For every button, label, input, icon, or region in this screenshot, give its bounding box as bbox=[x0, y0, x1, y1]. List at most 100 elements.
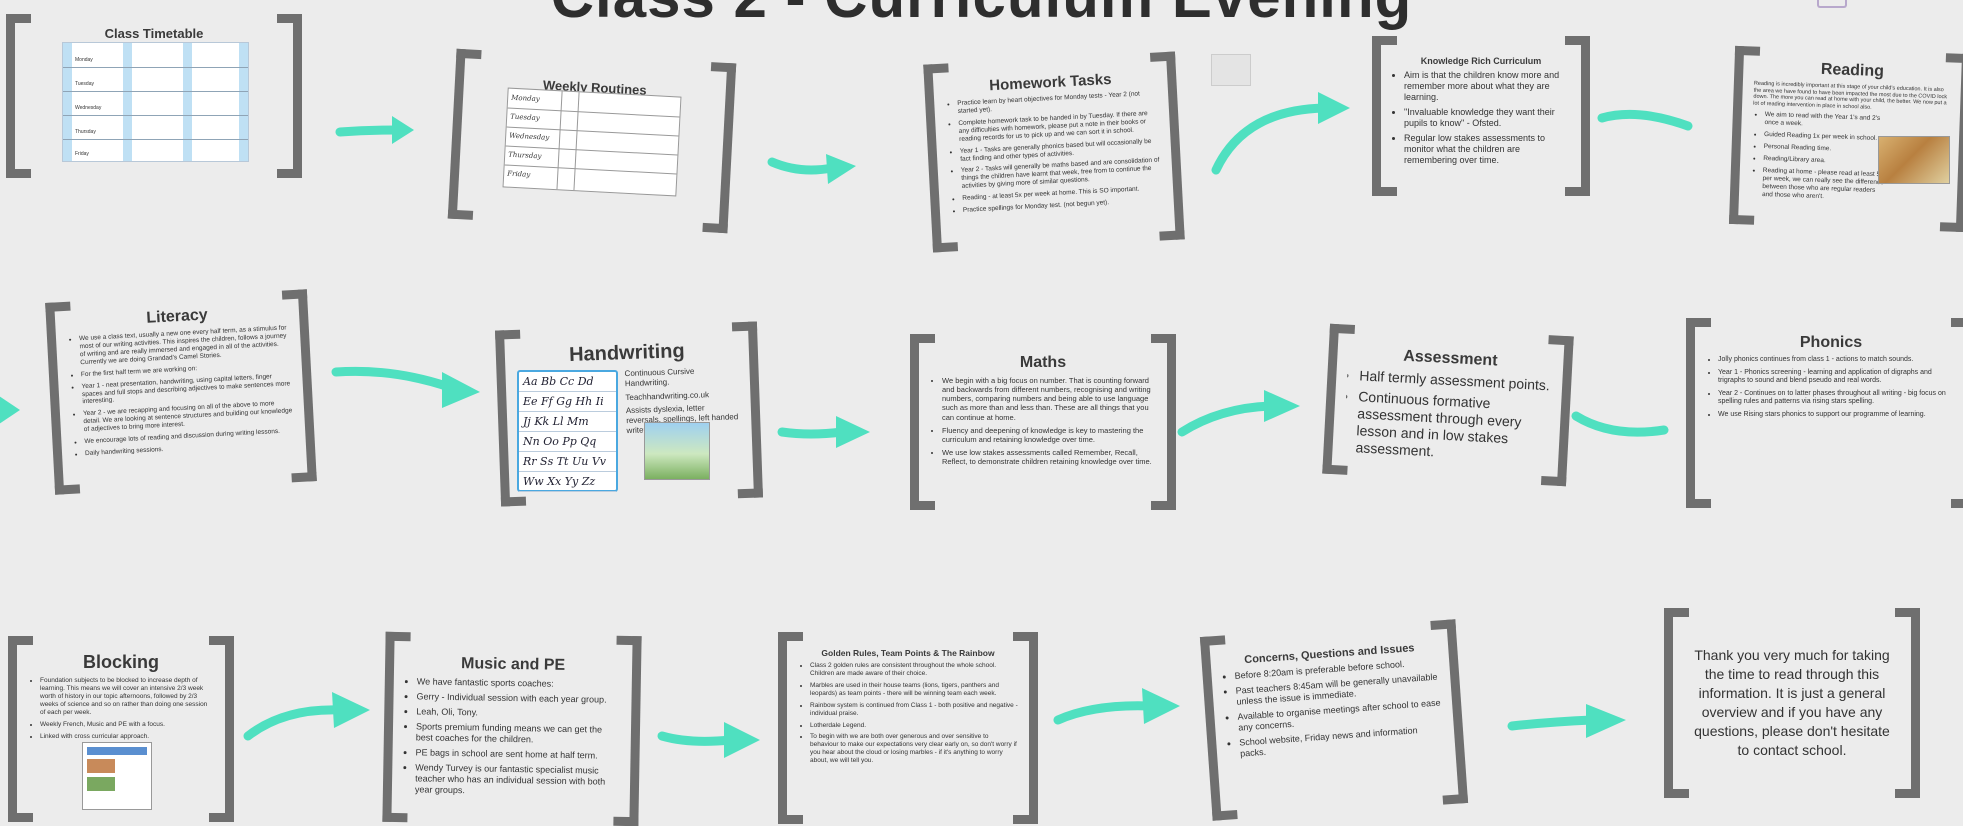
list-item: We have fantastic sports coaches: bbox=[417, 676, 621, 691]
alphabet-row: Nn Oo Pp Qq bbox=[519, 432, 616, 452]
alphabet-row: Ww Xx Yy Zz bbox=[519, 472, 616, 492]
routine-day: Monday bbox=[510, 93, 540, 104]
list-item: We use Rising stars phonics to support o… bbox=[1718, 411, 1956, 420]
list-item: Gerry - Individual session with each yea… bbox=[416, 691, 620, 706]
golden-rules-card[interactable]: Golden Rules, Team Points & The Rainbow … bbox=[778, 632, 1038, 824]
knowledge-title: Knowledge Rich Curriculum bbox=[1420, 56, 1542, 66]
assessment-card[interactable]: Assessment Half termly assessment points… bbox=[1322, 324, 1574, 487]
timetable-day: Friday bbox=[75, 151, 89, 157]
golden-rules-list: Class 2 golden rules are consistent thro… bbox=[798, 662, 1018, 765]
list-item: We aim to read with the Year 1's and 2's… bbox=[1764, 111, 1888, 131]
list-item: Reading at home - please read at least 5… bbox=[1762, 167, 1887, 203]
presentation-icon[interactable] bbox=[1817, 0, 1847, 8]
list-item: Linked with cross curricular approach. bbox=[40, 733, 214, 741]
list-item: Year 2 - Continues on to latter phases t… bbox=[1718, 390, 1956, 407]
reading-title: Reading bbox=[1820, 60, 1885, 81]
list-item: Jolly phonics continues from class 1 - a… bbox=[1718, 356, 1956, 365]
phonics-list: Jolly phonics continues from class 1 - a… bbox=[1706, 356, 1956, 419]
maths-list: We begin with a big focus on number. Tha… bbox=[930, 376, 1156, 466]
timetable-day: Monday bbox=[75, 57, 93, 63]
thank-you-card[interactable]: Thank you very much for taking the time … bbox=[1664, 608, 1920, 798]
homework-card[interactable]: Homework Tasks Practice learn by heart o… bbox=[923, 52, 1184, 253]
handwriting-alphabet-image: Aa Bb Cc Dd Ee Ff Gg Hh Ii Jj Kk Ll Mm N… bbox=[517, 370, 618, 492]
list-item: Weekly French, Music and PE with a focus… bbox=[40, 721, 214, 729]
list-item: Personal Reading time. bbox=[1764, 143, 1888, 155]
list-item: Teachhandwriting.co.uk bbox=[625, 389, 739, 403]
alphabet-row: Aa Bb Cc Dd bbox=[519, 372, 616, 392]
list-item: Aim is that the children know more and r… bbox=[1404, 70, 1570, 103]
list-item: Lotherdale Legend. bbox=[810, 722, 1018, 730]
blocking-list: Foundation subjects to be blocked to inc… bbox=[28, 677, 214, 740]
timetable-day: Wednesday bbox=[75, 105, 102, 111]
maths-card[interactable]: Maths We begin with a big focus on numbe… bbox=[910, 334, 1176, 510]
list-item: Leah, Oli, Tony. bbox=[416, 706, 620, 721]
weekly-routines-image: Monday Tuesday Wednesday Thursday Friday bbox=[502, 87, 682, 197]
timetable-image: Monday Tuesday Wednesday Thursday Friday bbox=[62, 42, 249, 162]
list-item: "Invaluable knowledge they want their pu… bbox=[1404, 107, 1570, 129]
phonics-card[interactable]: Phonics Jolly phonics continues from cla… bbox=[1686, 318, 1963, 508]
curved-arrow-icon bbox=[777, 416, 870, 448]
golden-rules-title: Golden Rules, Team Points & The Rainbow bbox=[821, 648, 995, 658]
curved-arrow-icon bbox=[1597, 109, 1693, 131]
alphabet-row: Rr Ss Tt Uu Vv bbox=[519, 452, 616, 472]
handwriting-title: Handwriting bbox=[568, 340, 685, 367]
list-item: Fluency and deepening of knowledge is ke… bbox=[942, 426, 1156, 444]
list-item: We begin with a big focus on number. Tha… bbox=[942, 376, 1156, 422]
curved-arrow-icon bbox=[0, 396, 20, 424]
concerns-list: Before 8:20am is preferable before schoo… bbox=[1222, 657, 1444, 761]
music-pe-title: Music and PE bbox=[460, 655, 566, 674]
curved-arrow-icon bbox=[1177, 390, 1300, 437]
phonics-title: Phonics bbox=[1799, 334, 1863, 351]
handwriting-game-image bbox=[644, 422, 710, 480]
curved-arrow-icon bbox=[657, 722, 760, 758]
timetable-card[interactable]: Class Timetable bbox=[6, 14, 302, 178]
literacy-card[interactable]: Literacy We use a class text, usually a … bbox=[45, 289, 317, 494]
maths-title: Maths bbox=[1019, 354, 1067, 371]
literacy-list: We use a class text, usually a new one e… bbox=[67, 324, 295, 458]
list-item: We use a class text, usually a new one e… bbox=[79, 324, 290, 367]
curved-arrow-icon bbox=[1053, 688, 1180, 725]
blocking-title: Blocking bbox=[82, 652, 159, 672]
curved-arrow-icon bbox=[1211, 92, 1350, 175]
list-item: We use low stakes assessments called Rem… bbox=[942, 448, 1156, 466]
page-title: Class 2 - Curriculum Evening bbox=[0, 0, 1963, 31]
list-item: Reading/Library area. bbox=[1763, 155, 1887, 167]
homework-thumbnail[interactable] bbox=[1211, 54, 1251, 86]
thank-you-text: Thank you very much for taking the time … bbox=[1694, 647, 1890, 758]
music-pe-card[interactable]: Music and PE We have fantastic sports co… bbox=[382, 632, 641, 826]
curved-arrow-icon bbox=[1571, 411, 1669, 437]
knowledge-card[interactable]: Knowledge Rich Curriculum Aim is that th… bbox=[1372, 36, 1590, 196]
list-item: Wendy Turvey is our fantastic specialist… bbox=[415, 762, 620, 798]
list-item: Continuous Cursive Handwriting. bbox=[624, 365, 739, 388]
blocking-card[interactable]: Blocking Foundation subjects to be block… bbox=[8, 636, 234, 822]
alphabet-row: Ee Ff Gg Hh Ii bbox=[519, 392, 616, 412]
timetable-title: Class Timetable bbox=[104, 26, 204, 41]
timetable-day: Thursday bbox=[75, 129, 96, 135]
list-item: Regular low stakes assessments to monito… bbox=[1404, 133, 1570, 166]
timetable-day: Tuesday bbox=[75, 81, 94, 87]
reading-intro: Reading is incredibly important at this … bbox=[1753, 80, 1948, 111]
curved-arrow-icon bbox=[331, 366, 480, 408]
list-item: Marbles are used in their house teams (l… bbox=[810, 682, 1018, 698]
list-item: Continuous formative assessment through … bbox=[1355, 388, 1550, 466]
list-item: Class 2 golden rules are consistent thro… bbox=[810, 662, 1018, 678]
list-item: Year 1 - Phonics screening - learning an… bbox=[1718, 369, 1956, 386]
homework-list: Practice learn by heart objectives for M… bbox=[945, 90, 1163, 216]
assessment-list: Half termly assessment points. Continuou… bbox=[1343, 367, 1551, 467]
alphabet-row: Jj Kk Ll Mm bbox=[519, 412, 616, 432]
list-item: PE bags in school are sent home at half … bbox=[415, 747, 619, 762]
concerns-card[interactable]: Concerns, Questions and Issues Before 8:… bbox=[1200, 619, 1468, 820]
curved-arrow-icon bbox=[1507, 704, 1626, 738]
list-item: To begin with we are both over generous … bbox=[810, 733, 1018, 765]
list-item: Rainbow system is continued from Class 1… bbox=[810, 702, 1018, 718]
reading-library-photo bbox=[1878, 136, 1950, 184]
curved-arrow-icon bbox=[767, 154, 856, 184]
blocking-curriculum-image bbox=[82, 742, 152, 810]
knowledge-list: Aim is that the children know more and r… bbox=[1392, 70, 1570, 166]
list-item: Guided Reading 1x per week in school. bbox=[1764, 131, 1888, 143]
music-pe-list: We have fantastic sports coaches: Gerry … bbox=[403, 676, 621, 798]
list-item: Foundation subjects to be blocked to inc… bbox=[40, 677, 214, 717]
curved-arrow-icon bbox=[243, 692, 370, 741]
list-item: Sports premium funding means we can get … bbox=[416, 721, 620, 746]
